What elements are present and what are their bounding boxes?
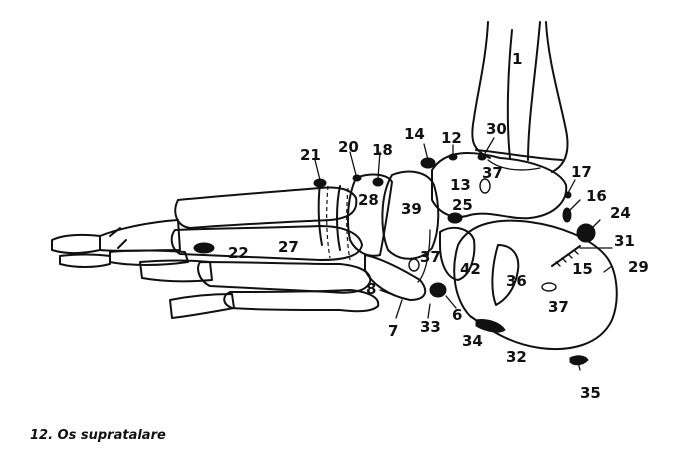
label-13: 13	[450, 176, 471, 194]
leader-lines	[314, 137, 613, 371]
label-7: 7	[388, 322, 398, 340]
label-14: 14	[404, 125, 425, 143]
os-trigonum-marker	[551, 245, 581, 267]
label-1: 1	[512, 50, 522, 68]
tibia-fibula	[471, 21, 569, 173]
label-21: 21	[300, 146, 321, 164]
metatarsal-bones	[170, 183, 380, 313]
label-20: 20	[338, 138, 359, 156]
label-37-mid: 37	[420, 248, 441, 266]
label-29: 29	[628, 258, 649, 276]
number-labels: 1 39 28 14 12 30 13 37 25 21 20 18 17 16…	[228, 50, 649, 402]
label-6: 6	[452, 306, 462, 324]
label-34: 34	[462, 332, 483, 350]
label-28: 28	[358, 191, 379, 209]
label-37-talus: 37	[482, 164, 503, 182]
label-39: 39	[401, 200, 422, 218]
label-35: 35	[580, 384, 601, 402]
label-25: 25	[452, 196, 473, 214]
label-17: 17	[571, 163, 592, 181]
label-33: 33	[420, 318, 441, 336]
label-8: 8	[366, 280, 376, 298]
label-12: 12	[441, 129, 462, 147]
calcaneus-bone	[453, 219, 618, 351]
figure-caption: 12. Os supratalare	[30, 428, 166, 443]
label-32: 32	[506, 348, 527, 366]
label-18: 18	[372, 141, 393, 159]
label-31: 31	[614, 232, 635, 250]
accessory-ossicles	[193, 153, 596, 366]
label-37-calc: 37	[548, 298, 569, 316]
label-42: 42	[460, 260, 481, 278]
hatched-ossicles	[408, 178, 557, 292]
label-24: 24	[610, 204, 631, 222]
talus-bone	[431, 152, 568, 220]
label-36: 36	[506, 272, 527, 290]
label-22: 22	[228, 244, 249, 262]
label-16: 16	[586, 187, 607, 205]
midfoot-bones	[347, 170, 476, 301]
phalanges	[51, 219, 235, 319]
label-27: 27	[278, 238, 299, 256]
label-30: 30	[486, 120, 507, 138]
label-15: 15	[572, 260, 593, 278]
